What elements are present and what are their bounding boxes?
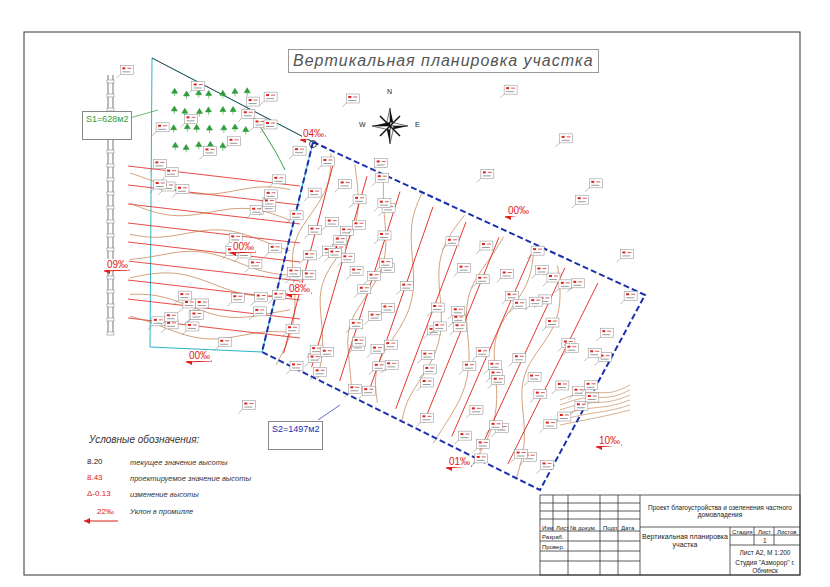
legend-text: Уклон в промилле: [130, 508, 193, 516]
cell-text: Лист А2, М 1:200: [740, 549, 791, 556]
table-cell: Разраб.: [541, 534, 565, 541]
cell-text: Студия "Азморор" г. Обнинск: [732, 559, 798, 573]
project-cell: Проект благоустройства и озеленения част…: [642, 497, 798, 525]
table-header: Изм: [541, 525, 554, 532]
slope-label: 10‰: [598, 435, 621, 446]
area-label: S1=628м2: [82, 111, 132, 140]
studio-cell: Студия "Азморор" г. Обнинск: [732, 558, 798, 575]
table-header: Листов: [776, 529, 798, 536]
sheet-name-cell: Вертикальная планировка участка: [642, 530, 728, 552]
sheet-frame: [24, 32, 800, 575]
table-cell: 1: [762, 537, 768, 544]
cell-text: Вертикальная планировка участка: [642, 533, 728, 548]
slope-label: 08‰: [288, 283, 311, 294]
table-header: № докум.: [569, 525, 597, 532]
compass-letter: W: [358, 121, 367, 129]
table-header: Подп: [602, 525, 618, 532]
drawing-title: Вертикальная планировка участка: [288, 49, 599, 73]
legend-sample: 8.43: [86, 474, 104, 483]
slope-label: 01‰: [448, 456, 471, 467]
scale-cell: Лист А2, М 1:200: [732, 547, 798, 558]
legend-sample: 8.20: [86, 458, 104, 467]
slope-label: 00‰: [188, 350, 211, 361]
cell-text: Проект благоустройства и озеленения част…: [642, 504, 798, 518]
slope-label: 04‰: [302, 128, 325, 139]
area-label: S2=1497м2: [268, 421, 323, 450]
table-cell: Провер.: [541, 544, 565, 551]
legend-sample: 22‰: [96, 508, 115, 517]
table-header: Дата: [620, 525, 635, 532]
compass-letter: E: [414, 121, 421, 129]
title-block-grid: [540, 495, 800, 575]
legend-arrow: [84, 518, 118, 524]
slope-label: 00‰: [232, 241, 255, 252]
legend-sample: Δ-0.13: [86, 490, 112, 499]
table-header: Лист: [555, 525, 570, 532]
site-plan: [104, 58, 645, 490]
slope-label: 09‰: [106, 259, 129, 270]
legend-text: изменение высоты: [130, 491, 199, 499]
table-header: Лист: [757, 529, 772, 536]
slope-label: 00‰: [507, 205, 530, 216]
compass-letter: N: [386, 88, 393, 96]
legend-text: текущее значение высоты: [130, 459, 228, 467]
table-header: Стадия: [731, 529, 753, 536]
legend-text: проектируемое значение высоты: [130, 475, 251, 483]
legend-heading: Условные обозначения:: [88, 434, 200, 445]
